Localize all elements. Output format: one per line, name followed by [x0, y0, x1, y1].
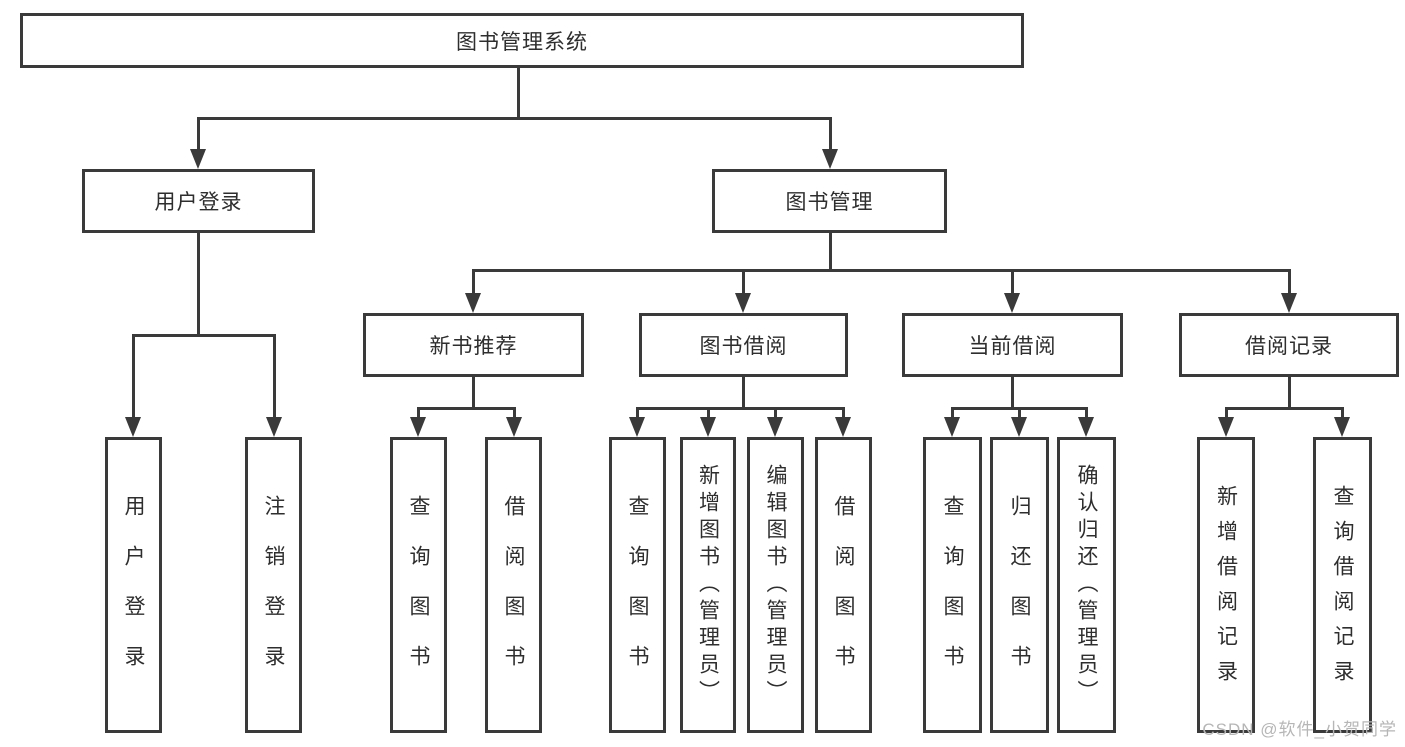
- leaf-label: 归还图书: [1008, 495, 1031, 695]
- node-book-management: 图书管理: [712, 169, 947, 233]
- leaf-label: 编辑图书（管理员）: [764, 463, 787, 707]
- arrow-down-icon: [1281, 293, 1297, 313]
- connector-stem: [517, 68, 520, 120]
- connector-stem: [197, 233, 200, 337]
- connector-stem: [472, 377, 475, 410]
- node-current-borrow: 当前借阅: [902, 313, 1123, 377]
- leaf-query-books-2: 查询图书: [609, 437, 666, 733]
- connector-drop: [1288, 269, 1291, 295]
- leaf-edit-books-admin: 编辑图书（管理员）: [747, 437, 804, 733]
- connector-bar: [472, 269, 1291, 272]
- leaf-label: 查询图书: [407, 495, 430, 695]
- arrow-down-icon: [700, 417, 716, 437]
- connector-bar: [417, 407, 516, 410]
- arrow-down-icon: [767, 417, 783, 437]
- arrow-down-icon: [1004, 293, 1020, 313]
- connector-drop: [829, 117, 832, 151]
- csdn-watermark: CSDN @软件_小贺同学: [1202, 720, 1397, 739]
- node-new-book-recommend: 新书推荐: [363, 313, 584, 377]
- connector-drop: [1011, 269, 1014, 295]
- connector-drop: [842, 407, 845, 419]
- arrow-down-icon: [735, 293, 751, 313]
- connector-drop: [132, 334, 135, 419]
- connector-drop: [951, 407, 954, 419]
- leaf-label: 确认归还（管理员）: [1075, 463, 1098, 707]
- leaf-logout: 注销登录: [245, 437, 302, 733]
- leaf-label: 新增图书（管理员）: [696, 463, 720, 707]
- connector-drop: [417, 407, 420, 419]
- connector-bar: [197, 117, 832, 120]
- leaf-label: 注销登录: [262, 495, 285, 695]
- connector-bar: [636, 407, 845, 410]
- connector-drop: [707, 407, 710, 419]
- leaf-return-books: 归还图书: [990, 437, 1049, 733]
- node-book-borrow: 图书借阅: [639, 313, 848, 377]
- leaf-query-borrow-record: 查询借阅记录: [1313, 437, 1372, 733]
- connector-stem: [829, 233, 832, 272]
- leaf-label: 查询借阅记录: [1331, 485, 1354, 695]
- leaf-borrow-books-1: 借阅图书: [485, 437, 542, 733]
- leaf-label: 查询图书: [626, 495, 649, 695]
- arrow-down-icon: [190, 149, 206, 169]
- connector-bar: [1225, 407, 1344, 410]
- leaf-query-books-3: 查询图书: [923, 437, 982, 733]
- leaf-user-login: 用户登录: [105, 437, 162, 733]
- leaf-label: 查询图书: [941, 495, 964, 695]
- node-borrow-records: 借阅记录: [1179, 313, 1399, 377]
- connector-bar: [132, 334, 276, 337]
- connector-drop: [742, 269, 745, 295]
- connector-drop: [197, 117, 200, 151]
- arrow-down-icon: [1078, 417, 1094, 437]
- arrow-down-icon: [410, 417, 426, 437]
- leaf-label: 借阅图书: [502, 495, 525, 695]
- arrow-down-icon: [506, 417, 522, 437]
- leaf-borrow-books-2: 借阅图书: [815, 437, 872, 733]
- connector-drop: [1085, 407, 1088, 419]
- node-user-login: 用户登录: [82, 169, 315, 233]
- arrow-down-icon: [125, 417, 141, 437]
- connector-drop: [1341, 407, 1344, 419]
- connector-drop: [774, 407, 777, 419]
- leaf-label: 用户登录: [122, 495, 145, 695]
- arrow-down-icon: [1011, 417, 1027, 437]
- arrow-down-icon: [266, 417, 282, 437]
- leaf-label: 借阅图书: [832, 495, 855, 695]
- connector-drop: [1225, 407, 1228, 419]
- connector-drop: [636, 407, 639, 419]
- leaf-query-books-1: 查询图书: [390, 437, 447, 733]
- connector-stem: [1011, 377, 1014, 410]
- arrow-down-icon: [822, 149, 838, 169]
- node-library-system: 图书管理系统: [20, 13, 1024, 68]
- leaf-confirm-return-admin: 确认归还（管理员）: [1057, 437, 1116, 733]
- arrow-down-icon: [465, 293, 481, 313]
- leaf-label: 新增借阅记录: [1214, 485, 1238, 695]
- arrow-down-icon: [1334, 417, 1350, 437]
- arrow-down-icon: [1218, 417, 1234, 437]
- connector-stem: [742, 377, 745, 410]
- arrow-down-icon: [629, 417, 645, 437]
- connector-drop: [513, 407, 516, 419]
- connector-drop: [472, 269, 475, 295]
- connector-drop: [273, 334, 276, 419]
- leaf-add-books-admin: 新增图书（管理员）: [680, 437, 736, 733]
- arrow-down-icon: [835, 417, 851, 437]
- leaf-add-borrow-record: 新增借阅记录: [1197, 437, 1255, 733]
- connector-drop: [1018, 407, 1021, 419]
- connector-stem: [1288, 377, 1291, 410]
- arrow-down-icon: [944, 417, 960, 437]
